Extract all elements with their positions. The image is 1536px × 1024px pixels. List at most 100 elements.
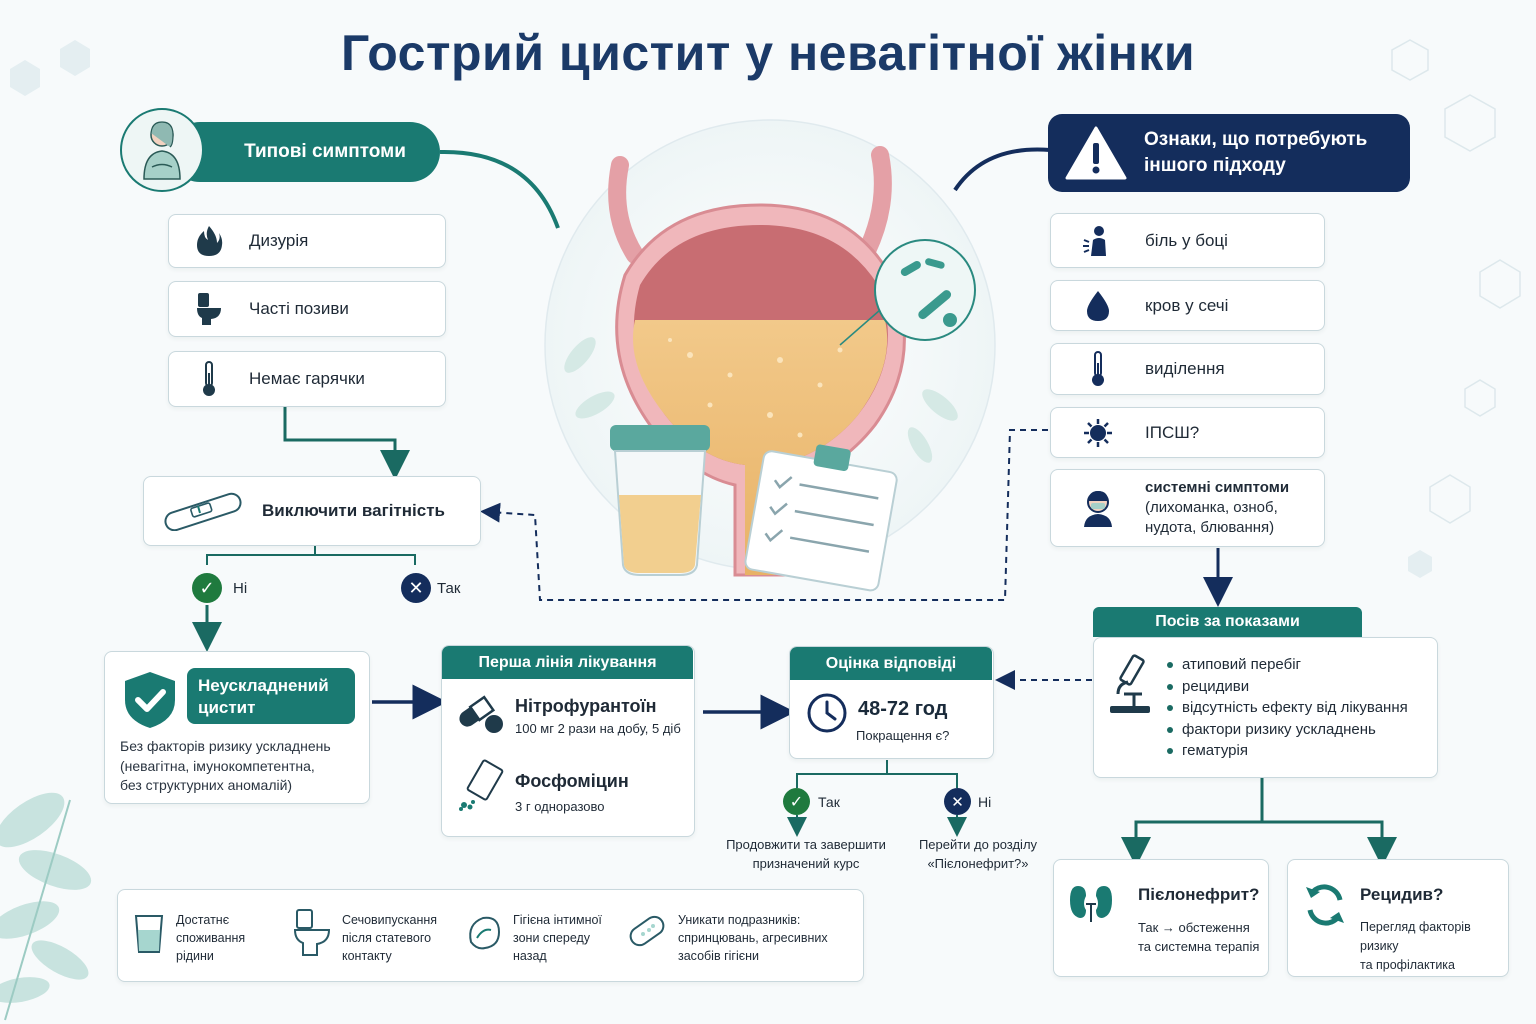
- culture-box: атиповий перебіг рецидиви відсутність еф…: [1093, 637, 1438, 778]
- warning-label: ІПСШ?: [1145, 422, 1200, 442]
- tip-line: споживання: [176, 931, 246, 945]
- warning-discharge: виділення: [1050, 343, 1325, 395]
- response-header: Оцінка відповіді: [790, 647, 992, 680]
- tip-line: Достатнє: [176, 913, 230, 927]
- action-line: Перейти до розділу: [918, 837, 1038, 852]
- pyelonephritis-description: Так → обстеження та системна терапія: [1138, 918, 1259, 956]
- thermometer-icon: [169, 361, 249, 397]
- uncomplicated-desc-line: (невагітна, імунокомпетентна,: [120, 757, 315, 774]
- uncomplicated-title: Неускладнений цистит: [187, 668, 355, 724]
- culture-indication: атиповий перебіг: [1164, 654, 1408, 676]
- clock-icon: [807, 693, 847, 733]
- tip-line: зони спереду: [513, 931, 591, 945]
- symptom-frequency: Часті позиви: [168, 281, 446, 337]
- systemic-title: системні симптоми: [1145, 479, 1290, 497]
- blood-drop-icon: [1051, 290, 1145, 322]
- uncomplicated-cystitis-box: Неускладнений цистит Без факторів ризику…: [104, 651, 370, 804]
- tip-line: Гігієна інтимної: [513, 913, 602, 927]
- action-line: «Пієлонефрит?»: [927, 856, 1029, 871]
- warning-label: виділення: [1145, 359, 1225, 378]
- pregnancy-no-label: Ні: [233, 580, 248, 597]
- response-assessment-box: Оцінка відповіді 48-72 год Покращення є?: [789, 646, 994, 759]
- first-line-header: Перша лінія лікування: [442, 646, 693, 679]
- symptom-label: Дизурія: [249, 231, 309, 250]
- shield-check-icon: [125, 672, 175, 728]
- tip-line: засобів гігієни: [678, 949, 760, 963]
- systemic-sub: нудота, блювання): [1145, 518, 1275, 536]
- warning-label: кров у сечі: [1145, 295, 1229, 315]
- warning-icon: [1048, 126, 1144, 180]
- exclude-pregnancy-label: Виключити вагітність: [262, 501, 445, 520]
- hygiene-wipe-icon: [469, 916, 501, 950]
- tip-line: рідини: [176, 949, 214, 963]
- action-line: призначений курс: [752, 856, 860, 871]
- first-line-treatment-box: Перша лінія лікування Нітрофурантоїн 100…: [441, 645, 695, 837]
- uncomplicated-desc-line: Без факторів ризику ускладнень: [120, 738, 331, 754]
- drug-dose: 100 мг 2 рази на добу, 5 діб: [515, 721, 681, 736]
- symptom-no-fever: Немає гарячки: [168, 351, 446, 407]
- uncomplicated-title-line: Неускладнений: [198, 676, 329, 695]
- action-line: Продовжити та завершити: [726, 837, 886, 852]
- drug-name: Нітрофурантоїн: [515, 696, 657, 716]
- prevention-tip: Гігієна інтимної зони спереду назад: [513, 911, 602, 965]
- pyelo-desc-line: та системна терапія: [1138, 939, 1260, 954]
- culture-indications: атиповий перебіг рецидиви відсутність еф…: [1164, 654, 1408, 762]
- warning-systemic: системні симптоми (лихоманка, озноб, нуд…: [1050, 469, 1325, 547]
- warning-hematuria: кров у сечі: [1050, 280, 1325, 331]
- cross-icon: ✕: [944, 788, 971, 815]
- exclude-pregnancy-box: Виключити вагітність: [143, 476, 481, 546]
- tip-line: після статевого: [342, 931, 432, 945]
- flame-icon: [169, 225, 249, 257]
- microscope-icon: [1110, 654, 1150, 713]
- check-icon: ✓: [192, 573, 222, 603]
- pregnancy-yes-label: Так: [437, 580, 461, 597]
- sick-person-icon: [1051, 489, 1145, 527]
- tip-line: назад: [513, 949, 547, 963]
- response-yes-label: Так: [818, 794, 840, 810]
- kidneys-icon: [1070, 886, 1112, 922]
- warning-flank-pain: біль у боці: [1050, 213, 1325, 268]
- toilet-icon: [293, 909, 331, 956]
- bladder-illustration: [544, 119, 996, 592]
- systemic-sub: (лихоманка, озноб,: [1145, 499, 1278, 517]
- tip-line: Сечовипускання: [342, 913, 438, 927]
- drug-name: Фосфоміцин: [515, 771, 629, 791]
- pyelo-desc-line: Так → обстеження: [1138, 920, 1250, 935]
- powder-sachet-icon: [459, 759, 504, 811]
- toilet-icon: [169, 292, 249, 326]
- page-title: Гострий цистит у невагітної жінки: [340, 25, 1196, 81]
- typical-symptoms-header: Типові симптоми: [170, 122, 440, 182]
- uncomplicated-title-line: цистит: [198, 698, 256, 717]
- water-glass-icon: [134, 915, 164, 953]
- uncomplicated-description: Без факторів ризику ускладнень (невагітн…: [120, 737, 365, 796]
- culture-indication: відсутність ефекту від лікування: [1164, 697, 1408, 719]
- symptom-dysuria: Дизурія: [168, 214, 446, 268]
- symptom-label: Часті позиви: [249, 299, 349, 318]
- pregnancy-test-icon: [144, 491, 262, 531]
- warning-label: біль у боці: [1145, 230, 1228, 250]
- check-icon: ✓: [783, 788, 810, 815]
- woman-abdominal-pain-icon: [120, 108, 204, 192]
- warning-header-line: Ознаки, що потребують: [1144, 128, 1368, 150]
- warning-signs-header: Ознаки, що потребують іншого підходу: [1048, 114, 1410, 192]
- response-yes-action: Продовжити та завершити призначений курс: [716, 835, 896, 873]
- tip-line: спринцювань, агресивних: [678, 931, 828, 945]
- flank-pain-icon: [1051, 224, 1145, 258]
- refresh-cycle-icon: [1306, 884, 1344, 926]
- pad-icon: [629, 915, 665, 947]
- relapse-desc-line: та профілактика: [1360, 958, 1456, 972]
- thermometer-icon: [1051, 351, 1145, 387]
- drug-dose: 3 г одноразово: [515, 799, 605, 814]
- relapse-description: Перегляд факторів ризику та профілактика: [1360, 918, 1508, 975]
- cross-icon: ✕: [401, 573, 431, 603]
- relapse-desc-line: Перегляд факторів ризику: [1360, 920, 1471, 953]
- tip-line: Уникати подразників:: [678, 913, 801, 927]
- warning-header-line: іншого підходу: [1144, 155, 1286, 176]
- pyelonephritis-title: Пієлонефрит?: [1138, 885, 1260, 904]
- tip-line: контакту: [342, 949, 392, 963]
- uncomplicated-desc-line: без структурних аномалій): [120, 777, 293, 794]
- prevention-tip: Сечовипускання після статевого контакту: [342, 911, 437, 965]
- prevention-tip: Достатнє споживання рідини: [176, 911, 245, 965]
